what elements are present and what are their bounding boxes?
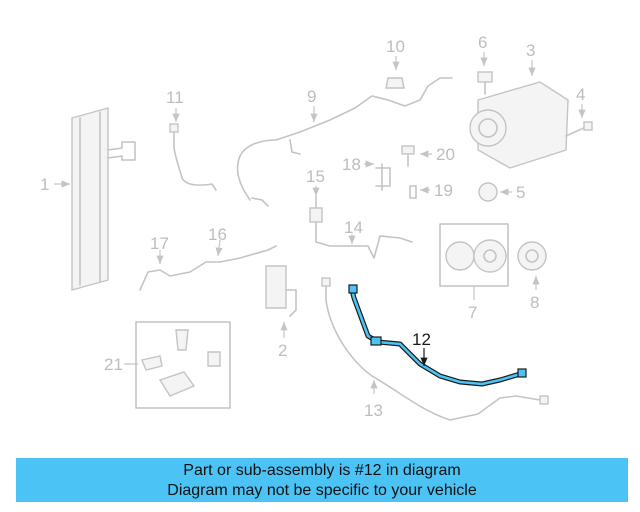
- part-1-condenser: 1: [40, 107, 136, 291]
- banner-line-1: Part or sub-assembly is #12 in diagram: [183, 462, 461, 479]
- info-banner: Part or sub-assembly is #12 in diagram D…: [16, 458, 628, 502]
- callout-15: 15: [306, 167, 325, 186]
- callout-8: 8: [530, 293, 539, 312]
- part-15-valve: 15: [306, 167, 325, 223]
- callout-18: 18: [342, 155, 361, 174]
- part-3-compressor: 3: [469, 41, 569, 169]
- callout-16: 16: [208, 225, 227, 244]
- callout-19: 19: [434, 181, 453, 200]
- part-19-nut: 19: [409, 181, 453, 200]
- callout-5: 5: [516, 183, 525, 202]
- callout-13: 13: [364, 401, 383, 420]
- part-20-bolt: 20: [401, 145, 455, 167]
- callout-1: 1: [40, 175, 49, 194]
- part-21-kit: 21: [104, 321, 231, 409]
- callout-3: 3: [526, 41, 535, 60]
- part-18-bracket: 18: [342, 155, 391, 191]
- part-4-stud: 4: [565, 85, 593, 137]
- part-9-line: 9: [236, 77, 453, 207]
- callout-10: 10: [386, 37, 405, 56]
- callout-11: 11: [166, 88, 184, 107]
- part-5-plug: 5: [478, 182, 525, 202]
- part-6-bolt: 6: [477, 33, 493, 95]
- callout-9: 9: [307, 87, 316, 106]
- part-12-highlighted-line: 12: [348, 284, 527, 387]
- callout-7: 7: [468, 303, 477, 322]
- part-10-cap: 10: [385, 37, 405, 89]
- banner-line-2: Diagram may not be specific to your vehi…: [167, 482, 477, 499]
- part-7-clutch: 7: [439, 223, 509, 322]
- parts-diagram: 1 11 9 10 6 3 4: [40, 33, 593, 421]
- part-11-hose: 11: [166, 88, 217, 191]
- part-13-line: 13: [321, 277, 549, 421]
- callout-14: 14: [344, 218, 363, 237]
- part-8-coil: 8: [517, 241, 547, 312]
- callout-6: 6: [478, 33, 487, 52]
- callout-17: 17: [150, 234, 169, 253]
- callout-2: 2: [278, 341, 287, 360]
- callout-12: 12: [412, 330, 431, 349]
- part-14-line: 14: [315, 218, 413, 259]
- callout-4: 4: [576, 85, 585, 104]
- callout-20: 20: [436, 145, 455, 164]
- part-16-17-line: 16 17: [139, 225, 277, 291]
- callout-21: 21: [104, 355, 123, 374]
- part-2-accumulator: 2: [265, 265, 297, 360]
